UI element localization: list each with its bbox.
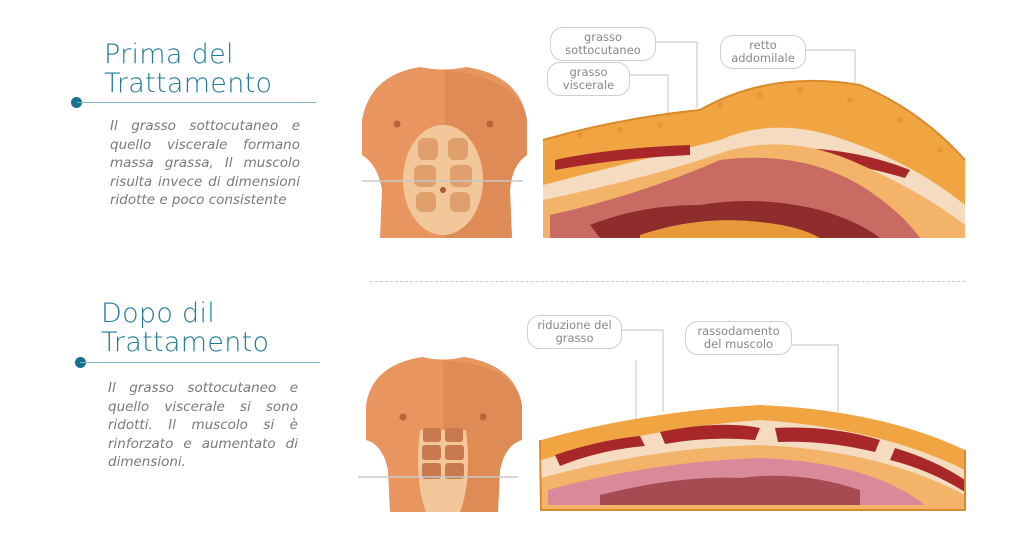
cross-section-before — [542, 79, 966, 238]
after-title-line1: Dopo dil — [101, 298, 216, 329]
before-bullet-dot — [71, 97, 82, 108]
section-separator — [370, 281, 965, 282]
cross-section-after — [539, 405, 966, 511]
label-subcutaneous-fat: grasso sottocutaneo — [550, 27, 656, 61]
torso-before-illustration — [362, 67, 527, 238]
torso-after-illustration — [358, 357, 522, 512]
before-title-line1: Prima del — [104, 39, 234, 70]
before-divider — [77, 102, 316, 103]
label-fat-reduction: riduzione del grasso — [527, 315, 622, 349]
after-description: Il grasso sottocutaneo e quello visceral… — [108, 380, 298, 470]
before-title: Prima del Trattamento — [104, 40, 272, 98]
before-description: Il grasso sottocutaneo e quello visceral… — [110, 118, 300, 208]
before-title-line2: Trattamento — [104, 68, 273, 99]
label-visceral-fat: grasso viscerale — [547, 62, 630, 96]
after-title-line2: Trattamento — [101, 327, 270, 358]
label-muscle-firming: rassodamento del muscolo — [685, 321, 792, 355]
after-divider — [80, 362, 320, 363]
label-rectus-abdominis: retto addomilale — [720, 35, 806, 69]
after-title: Dopo dil Trattamento — [101, 299, 269, 357]
